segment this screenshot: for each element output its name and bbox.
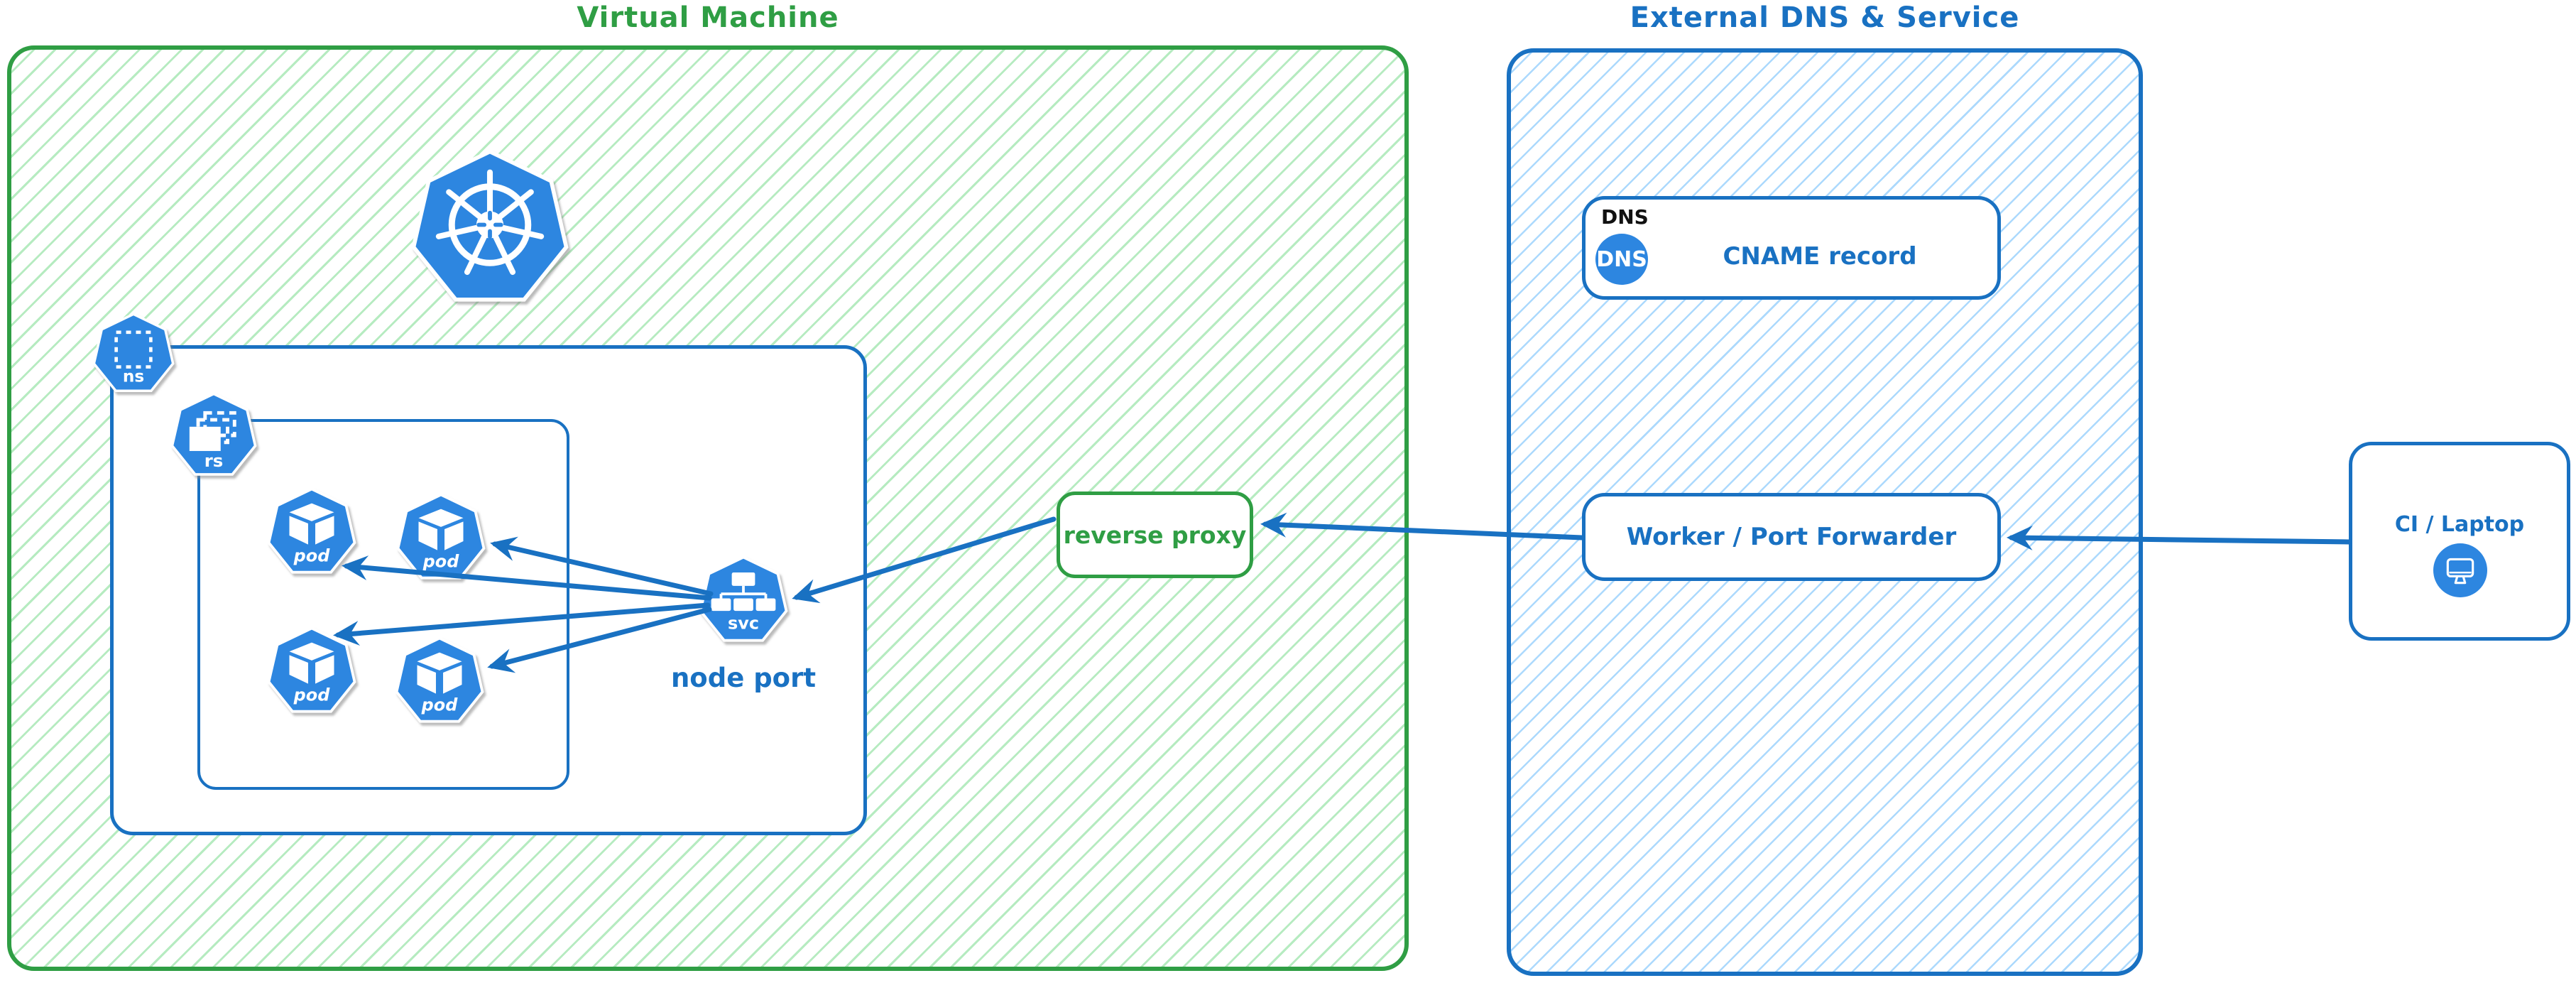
ns-icon-label: ns [123, 366, 144, 386]
dns-box: DNS DNS CNAME record [1582, 196, 2001, 300]
replicaset-icon: rs [170, 392, 257, 476]
dns-header-label: DNS [1601, 205, 1649, 229]
pod-icon-label: pod [293, 546, 331, 566]
pod-icon: pod [395, 636, 484, 723]
worker-label: Worker / Port Forwarder [1626, 523, 1957, 551]
rs-icon-label: rs [204, 450, 224, 471]
dns-badge-label: DNS [1596, 246, 1647, 272]
ci-box: CI / Laptop [2349, 442, 2570, 641]
namespace-icon: ns [92, 313, 175, 392]
service-icon: svc [699, 555, 788, 642]
ci-label: CI / Laptop [2394, 512, 2525, 537]
svc-icon-label: svc [728, 613, 759, 633]
pod-icon: pod [267, 487, 356, 574]
pod-icon-label: pod [293, 685, 331, 705]
cname-record-label: CNAME record [1723, 242, 1917, 271]
kubernetes-logo-icon [411, 149, 569, 302]
reverse-proxy-box: reverse proxy [1057, 492, 1253, 578]
node-port-label: node port [670, 663, 817, 693]
monitor-icon [2446, 558, 2474, 585]
worker-box: Worker / Port Forwarder [1582, 493, 2001, 581]
virtual-machine-title: Virtual Machine [577, 1, 839, 34]
reverse-proxy-label: reverse proxy [1063, 521, 1247, 549]
external-title: External DNS & Service [1630, 1, 2020, 34]
dns-badge: DNS [1595, 234, 1648, 285]
ci-monitor-badge [2433, 543, 2487, 597]
pod-icon-label: pod [421, 695, 459, 715]
pod-icon-label: pod [422, 552, 460, 572]
pod-icon: pod [396, 493, 486, 580]
pod-icon: pod [267, 626, 356, 713]
